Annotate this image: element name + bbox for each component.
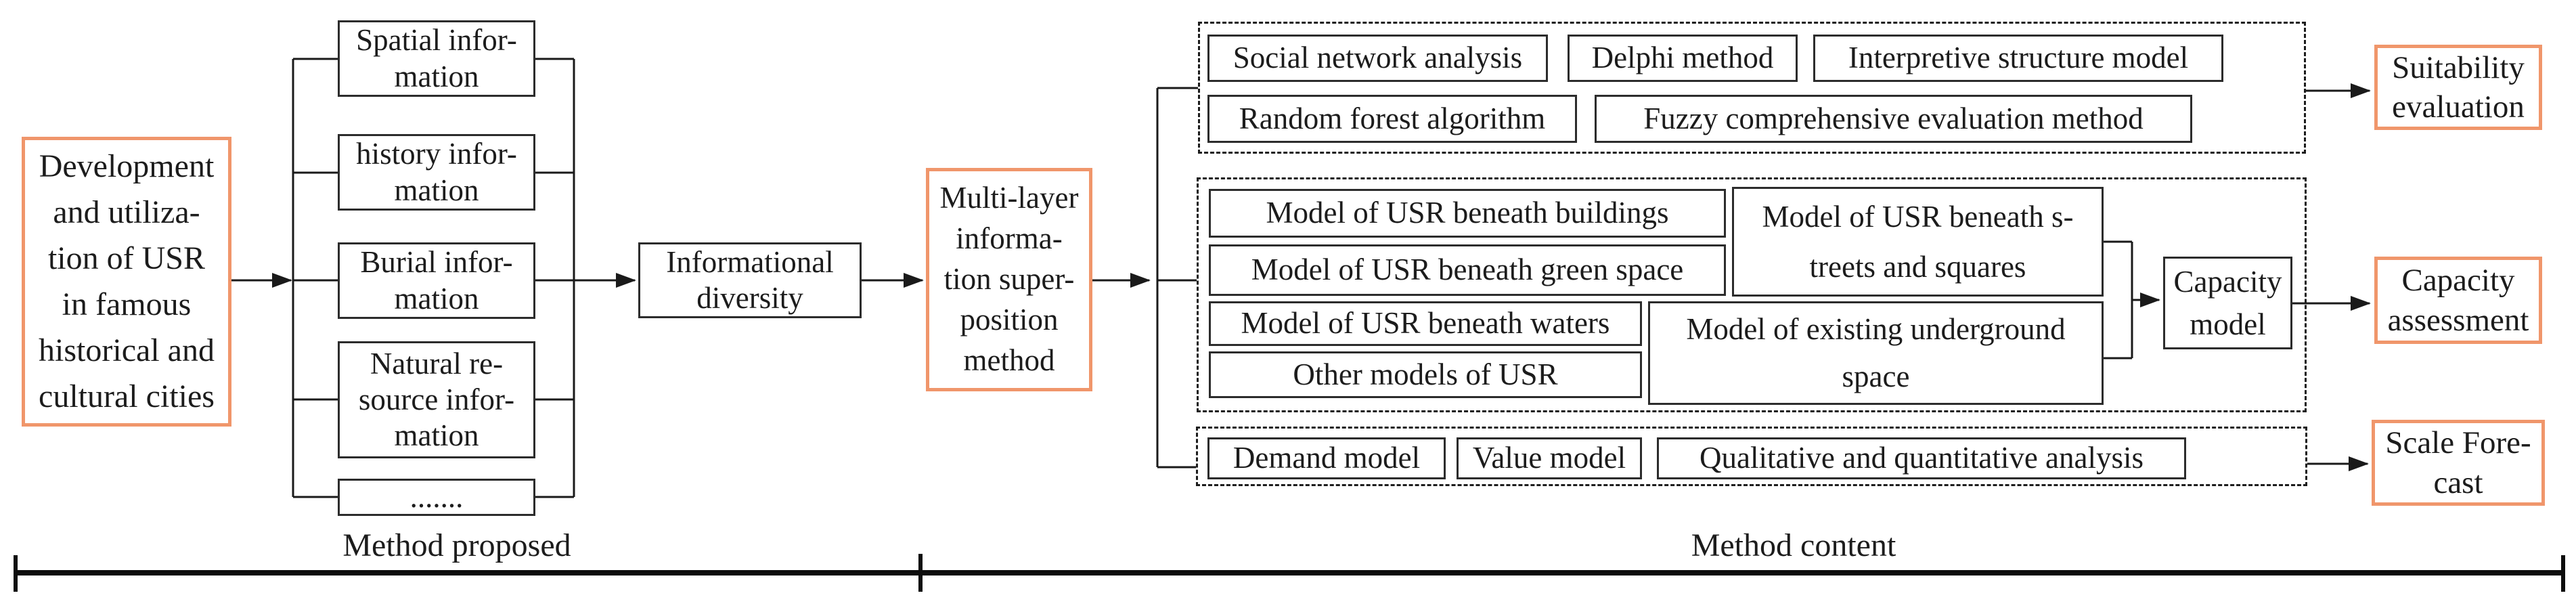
source-box: Development and utiliza- tion of USR in … [22,137,231,427]
method-box-fuzzy-comprehensive-evaluation: Fuzzy comprehensive evaluation method [1595,95,2192,143]
scale-methods-group [1196,427,2307,486]
method-box-social-network-analysis: Social network analysis [1207,35,1548,82]
multilayer-method-box: Multi-layer informa- tion super- positio… [926,168,1092,391]
layer-box-natural-resource-information: Natural re- source infor- mation [338,341,535,458]
layer-box-spatial-information: Spatial infor- mation [338,20,535,97]
layer-box-burial-information: Burial infor- mation [338,242,535,319]
method-box-random-forest-algorithm: Random forest algorithm [1207,95,1577,143]
output-box-capacity-assessment: Capacity assessment [2374,257,2542,344]
output-box-suitability-evaluation: Suitability evaluation [2374,45,2542,130]
method-box-value-model: Value model [1457,437,1642,479]
model-box-usr-beneath-streets-squares: Model of USR beneath s- treets and squar… [1732,187,2104,297]
suitability-methods-group [1198,22,2306,154]
layer-box-ellipsis: ....... [338,479,535,516]
bracket-label-method-proposed: Method proposed [342,527,571,563]
bracket-label-method-content: Method content [1691,527,1896,563]
capacity-models-group [1197,177,2307,412]
method-box-interpretive-structure-model: Interpretive structure model [1813,35,2223,82]
model-box-usr-beneath-buildings: Model of USR beneath buildings [1209,189,1726,238]
model-box-existing-underground-space: Model of existing underground space [1648,301,2104,405]
output-box-scale-forecast: Scale Fore- cast [2372,420,2545,506]
model-box-usr-beneath-green-space: Model of USR beneath green space [1209,244,1726,296]
model-box-usr-beneath-waters: Model of USR beneath waters [1209,301,1642,346]
method-box-demand-model: Demand model [1207,437,1446,479]
capacity-model-box: Capacity model [2163,257,2292,349]
informational-diversity-box: Informational diversity [638,242,862,318]
model-box-other-models-of-usr: Other models of USR [1209,351,1642,398]
layer-box-history-information: history infor- mation [338,134,535,211]
method-box-qualitative-quantitative-analysis: Qualitative and quantitative analysis [1657,437,2186,479]
method-box-delphi-method: Delphi method [1568,35,1798,82]
